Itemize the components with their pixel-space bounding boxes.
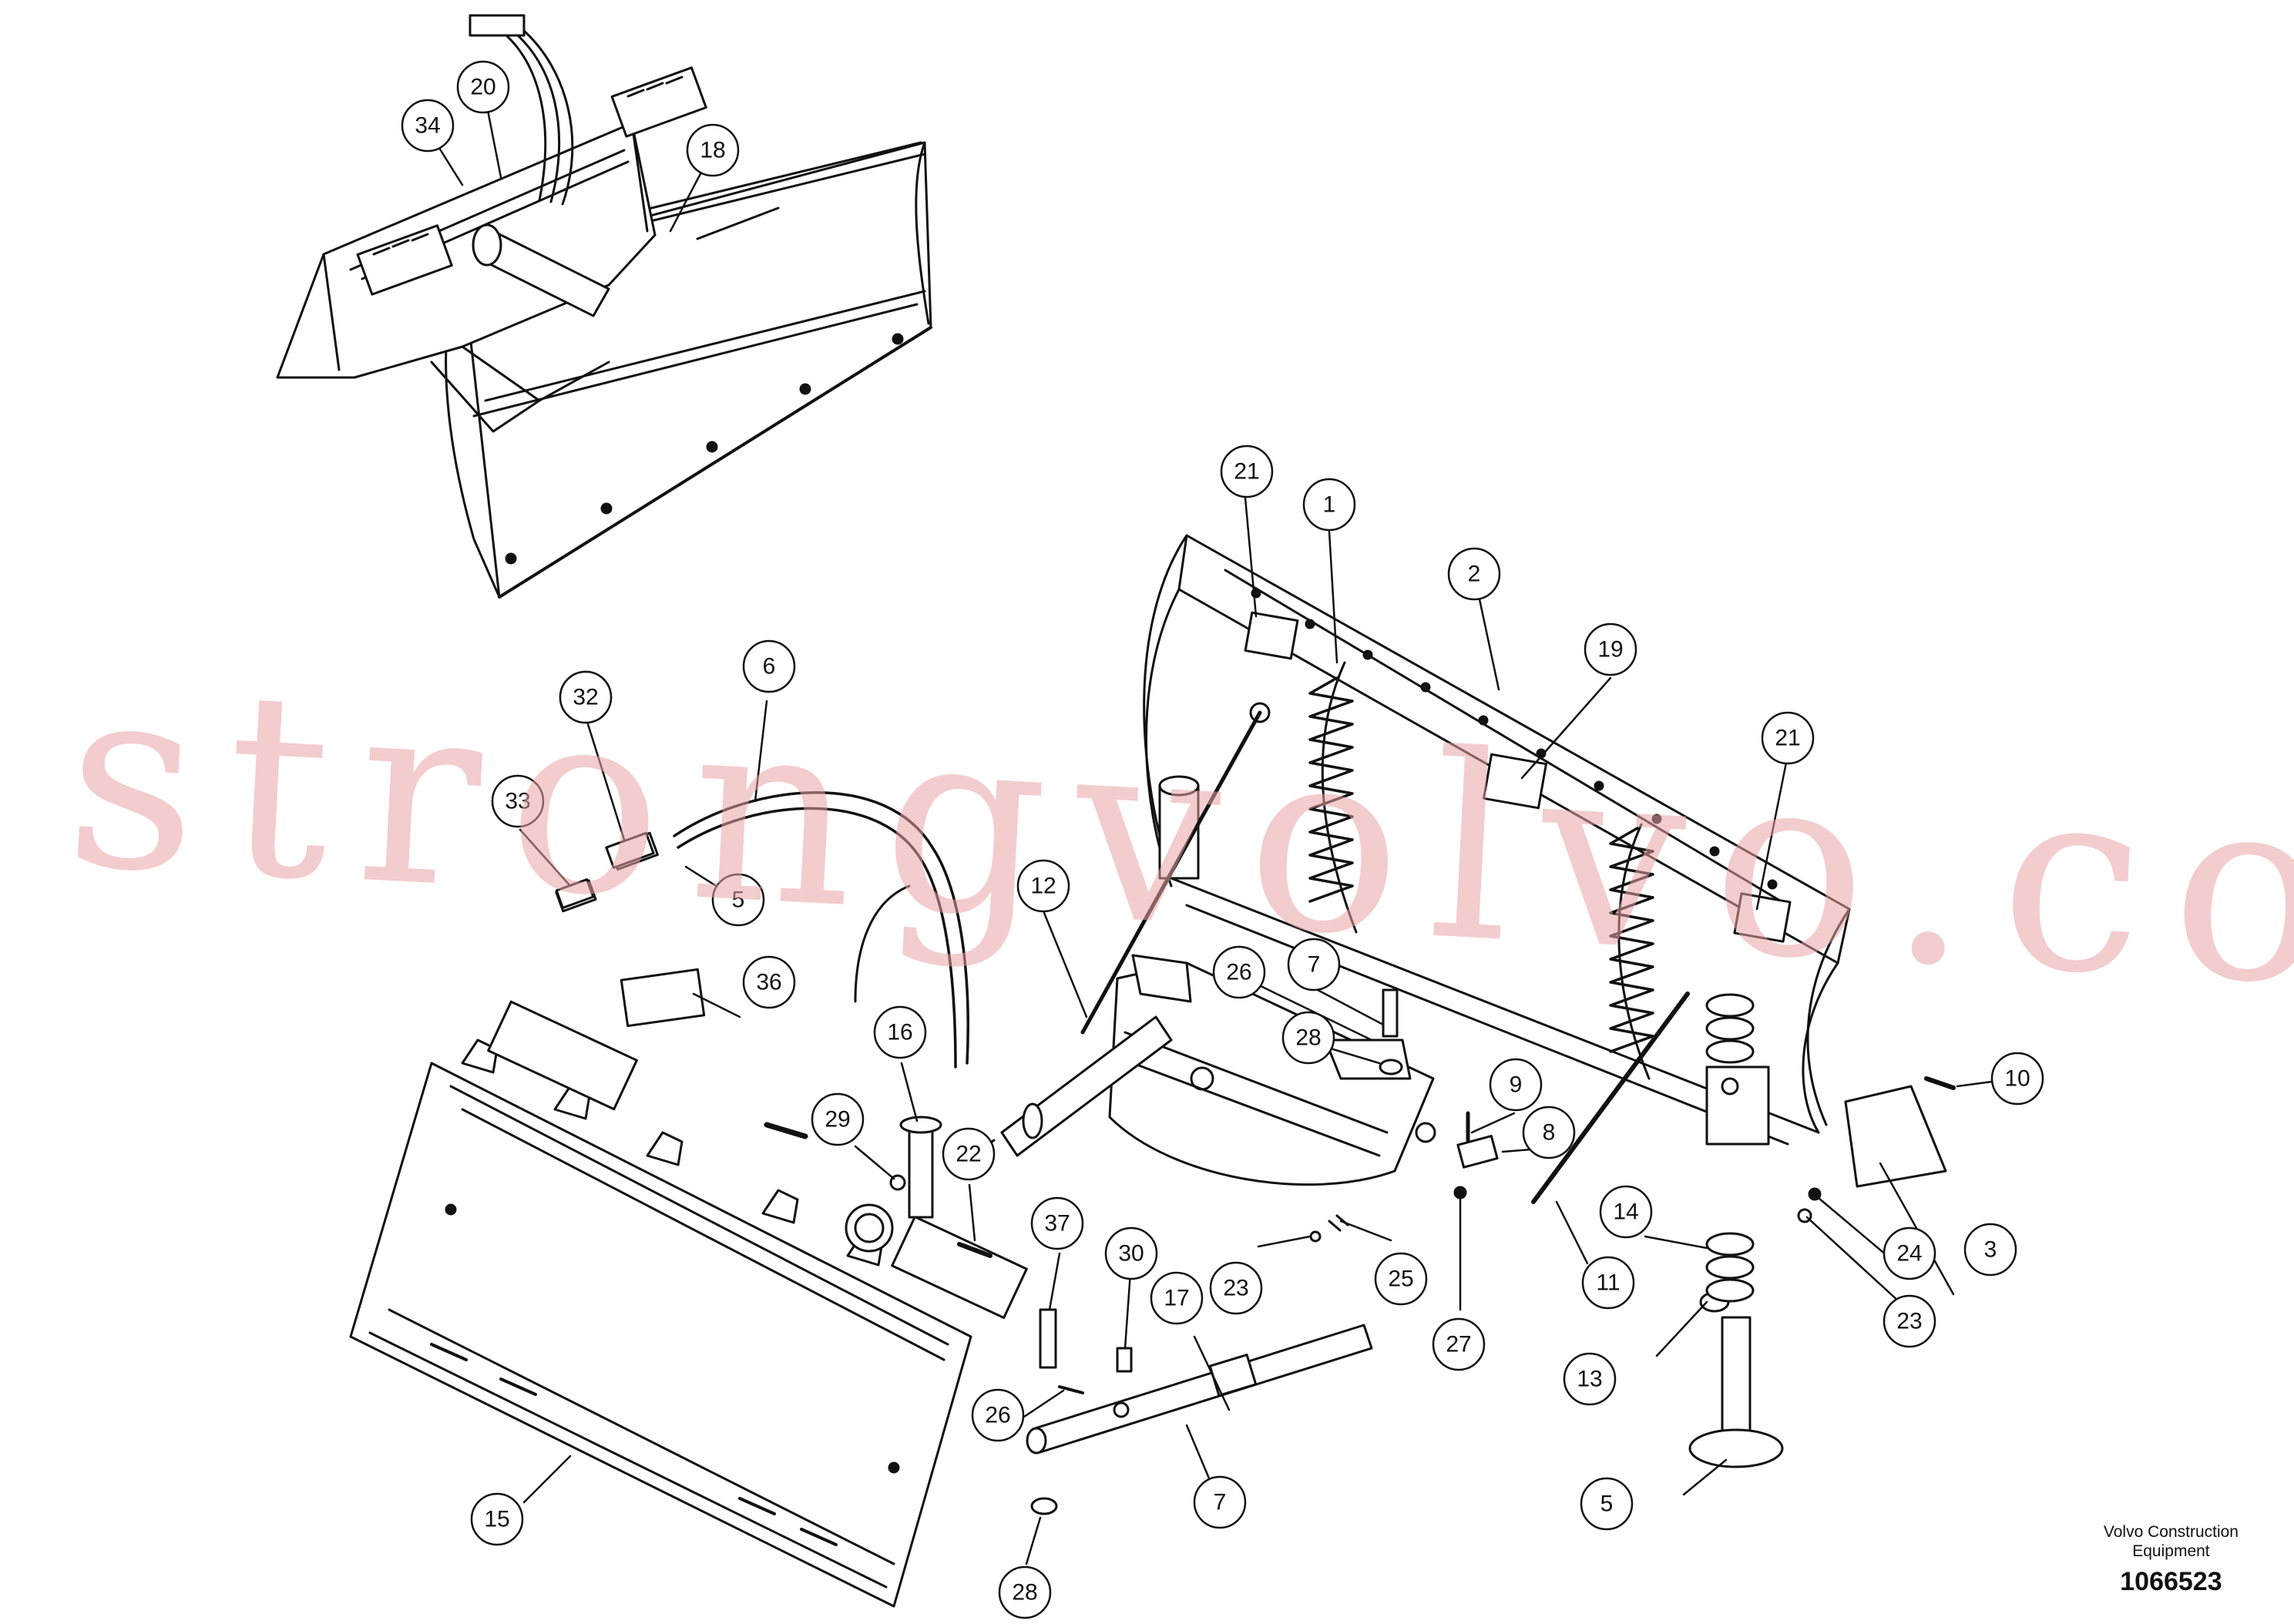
- callout-10: 10: [2004, 1066, 2030, 1092]
- callout-27: 27: [1446, 1332, 1471, 1357]
- callout-24: 24: [1896, 1241, 1922, 1267]
- main-blade: [1143, 534, 1851, 1146]
- callout-7: 7: [1308, 952, 1321, 978]
- callout-28: 28: [1295, 1025, 1321, 1051]
- callout-17: 17: [1164, 1286, 1189, 1311]
- hydraulic-cylinder: [962, 1015, 1173, 1165]
- callout-20: 20: [470, 75, 495, 100]
- assembled-blade-view: [276, 14, 932, 599]
- callout-5: 5: [732, 887, 745, 913]
- callout-3: 3: [1984, 1237, 1997, 1263]
- callout-36: 36: [756, 970, 781, 995]
- callout-37: 37: [1044, 1211, 1070, 1236]
- callout-29: 29: [825, 1107, 850, 1132]
- callout-8: 8: [1543, 1120, 1556, 1146]
- callout-11: 11: [1596, 1270, 1620, 1296]
- callout-5: 5: [1600, 1491, 1614, 1517]
- callout-22: 22: [956, 1142, 981, 1167]
- callout-18: 18: [700, 138, 725, 163]
- callout-34: 34: [415, 113, 440, 139]
- callout-15: 15: [484, 1507, 509, 1532]
- callout-13: 13: [1577, 1367, 1602, 1392]
- callout-9: 9: [1510, 1072, 1523, 1098]
- callout-14: 14: [1613, 1200, 1638, 1225]
- callout-23: 23: [1896, 1309, 1922, 1334]
- callout-bubbles: [401, 60, 2044, 1619]
- callout-21: 21: [1775, 726, 1800, 751]
- callout-6: 6: [763, 654, 776, 679]
- callout-7: 7: [1214, 1490, 1227, 1515]
- small-parts: [555, 702, 1956, 1515]
- callout-28: 28: [1012, 1580, 1037, 1606]
- pivot-shaft: [1026, 1324, 1373, 1455]
- callout-19: 19: [1597, 637, 1623, 663]
- credit-block: Volvo Construction Equipment 1066523: [2104, 1522, 2239, 1597]
- credit-line-1: Volvo Construction: [2103, 1523, 2239, 1541]
- callout-23: 23: [1223, 1276, 1248, 1301]
- center-frame: [1108, 954, 1436, 1186]
- callout-21: 21: [1234, 459, 1259, 485]
- callout-2: 2: [1468, 562, 1481, 587]
- callout-25: 25: [1388, 1267, 1413, 1292]
- document-number: 1066523: [2120, 1567, 2222, 1596]
- callout-30: 30: [1118, 1241, 1144, 1267]
- callout-32: 32: [573, 685, 598, 710]
- quick-attach-plate: [349, 1000, 1028, 1608]
- callout-12: 12: [1030, 874, 1056, 899]
- credit-line-2: Equipment: [2132, 1542, 2210, 1560]
- callout-26: 26: [985, 1403, 1010, 1428]
- callout-33: 33: [505, 789, 530, 814]
- callout-1: 1: [1323, 492, 1336, 518]
- callout-26: 26: [1226, 960, 1251, 985]
- callout-16: 16: [887, 1020, 912, 1045]
